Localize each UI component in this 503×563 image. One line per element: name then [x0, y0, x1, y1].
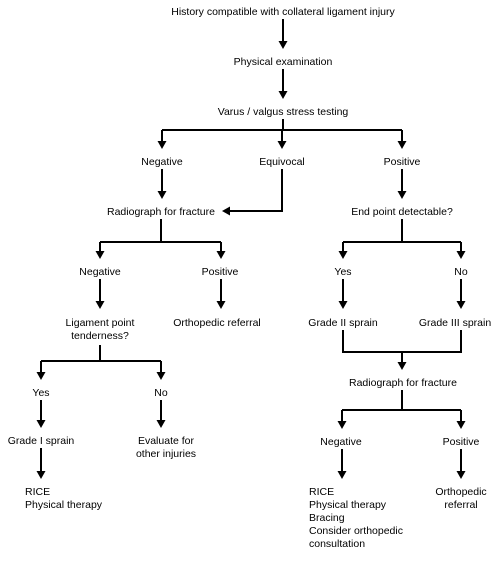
arrowhead — [95, 251, 105, 259]
arrowhead — [456, 251, 466, 259]
node-radiograph-right-positive: Positive — [442, 436, 480, 448]
node-radiograph-left-negative: Negative — [79, 266, 121, 278]
rice-right-line: Physical therapy — [309, 499, 387, 511]
rice-right-line: Bracing — [309, 512, 345, 524]
node-ortho-referral-left: Orthopedic referral — [173, 317, 261, 329]
node-radiograph-right-negative: Negative — [320, 436, 362, 448]
arrowhead — [397, 141, 407, 149]
node-ligament-tenderness: Ligament point tenderness? — [66, 317, 135, 343]
arrowhead — [397, 362, 407, 370]
node-evaluate-other: Evaluate for other injuries — [136, 435, 196, 461]
arrowhead — [216, 301, 226, 309]
rice-right-line: RICE — [309, 486, 335, 498]
node-grade2: Grade II sprain — [308, 317, 378, 329]
arrowhead — [337, 421, 347, 429]
node-rice-left: RICE Physical therapy — [25, 486, 102, 512]
arrowhead — [156, 372, 166, 380]
arrowhead — [157, 141, 167, 149]
rice-right-line: Consider orthopedic — [309, 525, 403, 537]
evaluate-other-line: other injuries — [135, 448, 197, 460]
node-end-point-yes: Yes — [334, 266, 352, 278]
node-stress-negative: Negative — [141, 156, 183, 168]
rice-left-line: Physical therapy — [25, 499, 103, 511]
arrowhead — [157, 191, 167, 199]
node-tenderness-yes: Yes — [32, 387, 50, 399]
node-tenderness-no: No — [154, 387, 168, 399]
node-end-point-no: No — [454, 266, 468, 278]
node-ortho-referral-right: Orthopedic referral — [435, 486, 486, 512]
arrowhead — [36, 471, 46, 479]
arrowhead — [397, 191, 407, 199]
arrowhead — [278, 91, 288, 99]
node-radiograph-right: Radiograph for fracture — [349, 377, 457, 389]
node-stress-testing: Varus / valgus stress testing — [217, 106, 349, 118]
ligament-tenderness-line: tenderness? — [71, 330, 129, 342]
ligament-tenderness-line: Ligament point — [65, 317, 135, 329]
node-physical-exam: Physical examination — [233, 56, 333, 68]
arrowhead — [216, 251, 226, 259]
arrowhead — [95, 301, 105, 309]
rice-right-line: consultation — [309, 538, 366, 550]
node-rice-right: RICE Physical therapy Bracing Consider o… — [309, 486, 403, 551]
arrowhead — [338, 301, 348, 309]
node-stress-positive: Positive — [383, 156, 421, 168]
rice-left-line: RICE — [25, 486, 51, 498]
node-end-point: End point detectable? — [351, 206, 453, 218]
node-radiograph-left-positive: Positive — [201, 266, 239, 278]
arrowhead — [36, 420, 46, 428]
node-history: History compatible with collateral ligam… — [171, 6, 395, 18]
arrowhead — [456, 471, 466, 479]
arrowhead — [456, 301, 466, 309]
arrowhead — [277, 141, 287, 149]
node-grade3: Grade III sprain — [418, 317, 492, 329]
evaluate-other-line: Evaluate for — [137, 435, 195, 447]
ortho-referral-right-line: referral — [444, 499, 478, 511]
ortho-referral-right-line: Orthopedic — [435, 486, 487, 498]
connector-line — [230, 169, 283, 212]
node-grade1: Grade I sprain — [7, 435, 75, 447]
connector-line — [342, 330, 462, 353]
arrowhead — [36, 372, 46, 380]
node-stress-equivocal: Equivocal — [259, 156, 305, 168]
arrowhead — [338, 251, 348, 259]
arrowhead — [456, 421, 466, 429]
arrowhead — [278, 41, 288, 49]
arrowhead — [337, 471, 347, 479]
arrowhead — [222, 206, 230, 216]
node-radiograph-left: Radiograph for fracture — [107, 206, 215, 218]
arrowhead — [156, 420, 166, 428]
